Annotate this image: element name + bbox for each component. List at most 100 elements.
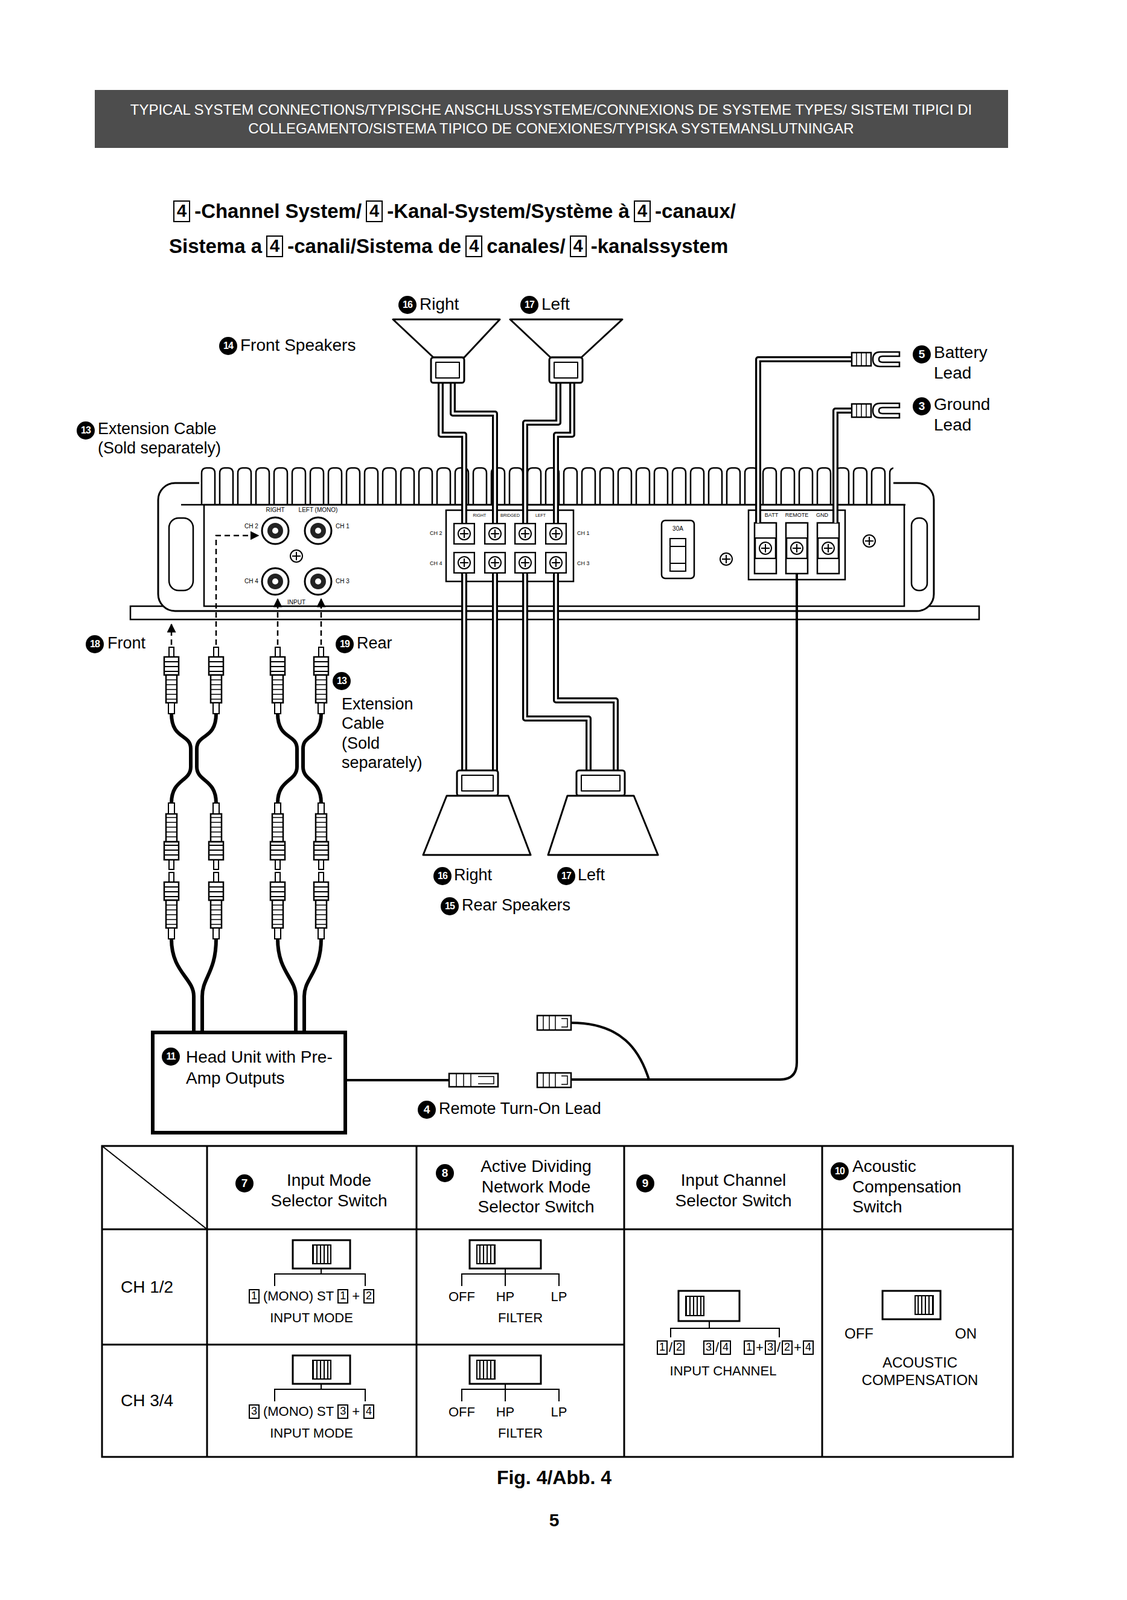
rca-jack bbox=[272, 527, 279, 534]
label-text: / bbox=[668, 1339, 674, 1356]
rca-jack bbox=[304, 517, 332, 544]
amplifier bbox=[290, 549, 303, 562]
label-row: Sistema a4-canali/Sistema de4canales/4-k… bbox=[169, 233, 728, 259]
boxed-number: 2 bbox=[363, 1288, 375, 1304]
speaker-wire-core bbox=[835, 410, 852, 523]
label-text: Battery Lead bbox=[933, 342, 1013, 383]
slide-switch bbox=[292, 1239, 351, 1269]
label-row: 3/4 bbox=[702, 1338, 732, 1356]
label-text: -canaux/ bbox=[654, 199, 736, 224]
remote-lead bbox=[537, 1072, 572, 1088]
label-text: CH 3 bbox=[335, 577, 350, 585]
rca-cable bbox=[303, 713, 322, 803]
speaker-wire bbox=[461, 573, 468, 771]
callout-number: 17 bbox=[520, 295, 539, 314]
power-lead-connector bbox=[851, 403, 872, 418]
slide-switch bbox=[274, 1268, 366, 1286]
label-text: / bbox=[714, 1339, 720, 1356]
label-text: + bbox=[349, 1288, 363, 1304]
remote-lead bbox=[456, 1073, 494, 1087]
speaker-wire-core bbox=[555, 382, 573, 523]
power-lead-connector bbox=[851, 351, 900, 418]
rca-plug bbox=[313, 872, 329, 939]
extension-dashes bbox=[320, 598, 323, 645]
speaker bbox=[431, 357, 465, 383]
label-text: Rear Speakers bbox=[461, 895, 571, 915]
remote-lead bbox=[543, 1072, 568, 1088]
speaker-wire bbox=[758, 359, 852, 523]
label-text: CH 1/2 bbox=[120, 1276, 174, 1298]
slide-switch bbox=[685, 1296, 704, 1316]
rca-cable bbox=[277, 713, 297, 803]
label-text: INPUT CHANNEL bbox=[670, 1363, 777, 1379]
slide-switch bbox=[915, 1295, 934, 1315]
slide-switch bbox=[882, 1290, 941, 1319]
amplifier bbox=[817, 537, 839, 559]
speaker-wire bbox=[491, 573, 499, 771]
amplifier bbox=[755, 537, 776, 559]
label-text: Input Channel Selector Switch bbox=[657, 1169, 809, 1211]
remote-lead bbox=[449, 1073, 499, 1087]
label-text: ACOUSTIC COMPENSATION bbox=[841, 1353, 999, 1389]
speaker bbox=[456, 770, 499, 796]
label-text: GND bbox=[816, 511, 829, 519]
rca-plug bbox=[164, 872, 179, 939]
label-text: ON bbox=[954, 1324, 977, 1343]
label-text: HP bbox=[496, 1404, 515, 1420]
boxed-number: 4 bbox=[465, 235, 483, 258]
label-text: LEFT (MONO) bbox=[298, 506, 339, 514]
boxed-number: 3 bbox=[248, 1404, 260, 1419]
boxed-number: 1 bbox=[743, 1340, 755, 1355]
callout-number: 11 bbox=[161, 1047, 180, 1066]
label-text: Right bbox=[419, 293, 459, 315]
amplifier bbox=[863, 534, 876, 547]
slide-switch bbox=[312, 1244, 331, 1264]
boxed-number: 3 bbox=[337, 1404, 349, 1419]
label-text: Left bbox=[577, 865, 605, 885]
label-row: 1(MONO) ST1+2 bbox=[247, 1287, 376, 1304]
label-text: + bbox=[755, 1339, 765, 1356]
label-text: OFF bbox=[448, 1404, 476, 1420]
speaker-wire-core bbox=[758, 359, 852, 523]
label-text: CH 3/4 bbox=[120, 1390, 174, 1411]
remote-lead bbox=[571, 573, 797, 1080]
slide-switch bbox=[670, 1320, 780, 1338]
speaker bbox=[461, 775, 494, 791]
label-row: 4-Channel System/4-Kanal-System/Système … bbox=[169, 197, 736, 224]
boxed-number: 2 bbox=[781, 1340, 793, 1355]
callout-number: 15 bbox=[440, 897, 459, 916]
rca-plug bbox=[270, 872, 285, 939]
amplifier bbox=[484, 523, 506, 544]
label-text: CH 1 bbox=[335, 522, 350, 530]
speaker bbox=[423, 795, 531, 855]
label-text: LEFT bbox=[535, 513, 546, 518]
label-text: Ground Lead bbox=[933, 394, 1013, 435]
callout-number: 18 bbox=[85, 635, 104, 654]
callout-number: 19 bbox=[335, 635, 354, 654]
callout-number: 13 bbox=[332, 671, 351, 690]
switch-table bbox=[207, 1145, 823, 1457]
label-text: CH 2 bbox=[429, 529, 443, 537]
callout-number: 3 bbox=[912, 397, 931, 416]
speaker-wire bbox=[440, 359, 852, 771]
slide-switch bbox=[469, 1239, 541, 1269]
slide-switch bbox=[476, 1244, 495, 1264]
rca-jack bbox=[261, 568, 289, 595]
amplifier bbox=[453, 523, 475, 544]
callout-number: 4 bbox=[417, 1100, 436, 1119]
speaker-wire bbox=[452, 382, 495, 523]
callout-number: 13 bbox=[76, 421, 95, 440]
boxed-number: 4 bbox=[173, 200, 191, 223]
speaker bbox=[548, 795, 658, 855]
label-text: / bbox=[776, 1339, 782, 1356]
fuse bbox=[661, 520, 695, 579]
power-lead-connector bbox=[851, 352, 872, 366]
amplifier bbox=[817, 522, 840, 574]
slide-switch bbox=[678, 1290, 740, 1321]
speaker bbox=[554, 362, 578, 378]
speaker-wire-core bbox=[462, 573, 466, 771]
boxed-number: 4 bbox=[633, 200, 651, 223]
switch-table bbox=[102, 1145, 1013, 1457]
boxed-number: 4 bbox=[266, 235, 284, 258]
label-text: Front Speakers bbox=[240, 335, 356, 356]
